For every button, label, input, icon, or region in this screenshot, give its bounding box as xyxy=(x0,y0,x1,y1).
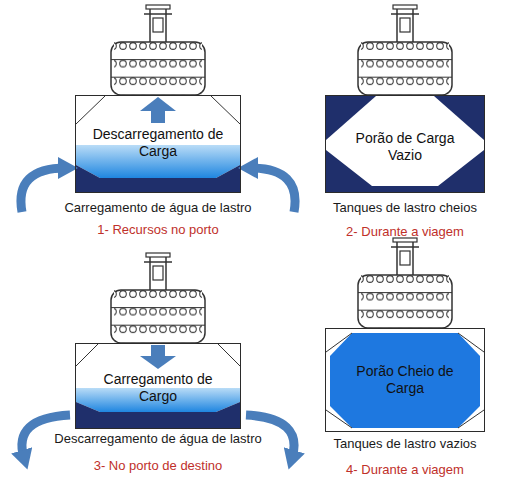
step-caption: 3- No porto de destino xyxy=(94,458,223,474)
ballast-caption: Tanques de lastro cheios xyxy=(333,200,477,216)
step-caption: 1- Recursos no porto xyxy=(97,222,218,238)
ballast-caption: Tanques de lastro vazios xyxy=(333,436,476,452)
ballast-caption: Carregamento de água de lastro xyxy=(64,200,251,216)
hull-section: Descarregamento de Carga xyxy=(75,95,241,193)
hull-label: Porão Cheio de Carga xyxy=(326,363,484,397)
hull-section: Porão de Carga Vazio xyxy=(325,95,485,193)
hull-section: Carregamento de Cargo xyxy=(75,343,241,429)
step-caption: 4- Durante a viagem xyxy=(346,462,464,478)
hull-label: Carregamento de Cargo xyxy=(76,371,240,405)
hull-label: Porão de Carga Vazio xyxy=(326,130,484,164)
hull-section: Porão Cheio de Carga xyxy=(325,328,485,432)
step-caption: 2- Durante a viagem xyxy=(346,224,464,240)
hull-label: Descarregamento de Carga xyxy=(76,126,240,160)
ballast-caption: Descarregamento de água de lastro xyxy=(54,431,261,447)
